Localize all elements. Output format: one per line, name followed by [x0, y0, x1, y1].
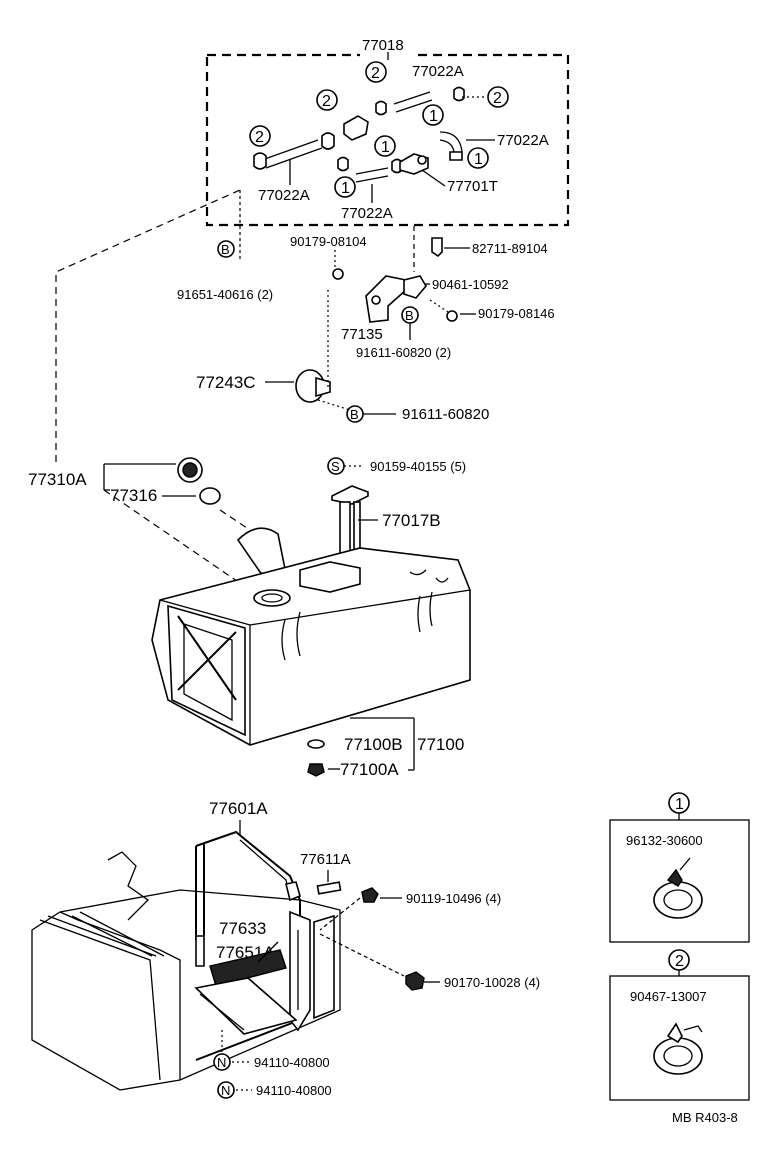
clamp-marker-1: 1: [374, 135, 396, 157]
label-77135: 77135: [341, 326, 383, 343]
svg-text:B: B: [350, 407, 359, 422]
svg-text:2: 2: [493, 90, 502, 107]
label-77018: 77018: [362, 37, 404, 54]
label-77243C: 77243C: [196, 373, 256, 392]
svg-text:2: 2: [675, 953, 684, 970]
nut-90170: 90170-10028 (4): [319, 933, 540, 991]
label-94110-40800: 94110-40800: [256, 1083, 332, 1098]
label-90179-08104: 90179-08104: [290, 234, 367, 249]
bolt-77611A: 77611A: [300, 851, 351, 895]
label-96132-30600: 96132-30600: [626, 833, 703, 848]
label-77701T: 77701T: [447, 178, 498, 195]
clamp-marker-2: 2: [365, 61, 387, 83]
label-77316: 77316: [110, 486, 157, 505]
label-90179-08146: 90179-08146: [478, 306, 555, 321]
label-77100B: 77100B: [344, 735, 403, 754]
strap-side: [289, 910, 335, 1032]
hose-connector: [343, 115, 369, 141]
bolt-91651: B 91651-40616 (2): [177, 190, 273, 302]
svg-text:2: 2: [371, 65, 380, 82]
svg-text:B: B: [221, 242, 230, 257]
clamp-marker-2: 2: [249, 125, 271, 147]
legend-clamp-2: 2 90467-13007: [609, 949, 750, 1101]
check-valve-77701T: [399, 153, 429, 175]
svg-text:1: 1: [429, 108, 438, 125]
label-90461-10592: 90461-10592: [432, 277, 509, 292]
screw-90159: S 90159-40155 (5): [327, 457, 466, 475]
label-77022A: 77022A: [412, 63, 464, 80]
tank-outline-lower: [31, 851, 341, 1091]
nut-90179-08104: [332, 268, 344, 280]
bracket-77135: 77135: [341, 226, 427, 343]
label-77022A: 77022A: [258, 187, 310, 204]
fuel-hose-left: [253, 132, 335, 170]
fuel-hose-top: [375, 86, 465, 116]
gasket-77316: 77316: [110, 486, 221, 505]
svg-text:S: S: [331, 459, 340, 474]
label-91611-60820-2: 91611-60820 (2): [356, 345, 451, 360]
clamp-marker-1: 1: [334, 176, 356, 198]
clamp-marker-1: 1: [467, 147, 489, 169]
label-90119-10496: 90119-10496 (4): [406, 891, 501, 906]
label-77100: 77100: [417, 735, 464, 754]
svg-text:B: B: [405, 308, 414, 323]
fuel-hose-curved: [439, 131, 463, 161]
label-94110-40800: 94110-40800: [254, 1055, 330, 1070]
label-82711-89104: 82711-89104: [472, 241, 548, 256]
label-77601A: 77601A: [209, 799, 268, 818]
hose-assembly-box: 77018 2: [205, 37, 570, 227]
label-77633: 77633: [219, 919, 266, 938]
gauge-77243C: 77243C: [196, 290, 331, 403]
label-77310A: 77310A: [28, 470, 87, 489]
washer-94110-b: N 94110-40800: [217, 1081, 332, 1099]
label-90467-13007: 90467-13007: [630, 989, 707, 1004]
clip-82711: 82711-89104: [431, 237, 548, 258]
svg-text:2: 2: [322, 93, 331, 110]
label-77611A: 77611A: [300, 851, 351, 868]
label-91651-40616: 91651-40616 (2): [177, 287, 273, 302]
clamp-marker-1: 1: [422, 104, 444, 126]
clamp-marker-2: 2: [316, 89, 338, 111]
label-77022A: 77022A: [497, 132, 549, 149]
diagram-code: MB R403-8: [672, 1110, 738, 1125]
nut-90179-08146: [446, 310, 458, 322]
pad-77633: [209, 941, 287, 987]
washer-94110-a: N 94110-40800: [213, 1030, 330, 1071]
label-77100A: 77100A: [340, 760, 399, 779]
legend-clamp-1: 1 96132-30600: [609, 792, 750, 943]
label-90159-40155: 90159-40155 (5): [370, 459, 466, 474]
svg-text:1: 1: [381, 139, 390, 156]
label-77017B: 77017B: [382, 511, 441, 530]
bolt-90119: 90119-10496 (4): [319, 887, 501, 931]
svg-text:1: 1: [341, 180, 350, 197]
label-77022A: 77022A: [341, 205, 393, 222]
pad-77651A: [194, 977, 298, 1035]
strap-77601A: 77601A: [195, 799, 301, 1061]
svg-text:2: 2: [255, 129, 264, 146]
svg-text:1: 1: [675, 796, 684, 813]
clamp-marker-2: 2: [462, 86, 509, 108]
fuel-tank-77100: 77100B 77100 77100A: [151, 527, 471, 779]
label-91611-60820: 91611-60820: [402, 406, 489, 423]
svg-text:1: 1: [474, 151, 483, 168]
label-90170-10028: 90170-10028 (4): [444, 975, 540, 990]
bolt-91611: B 91611-60820: [317, 399, 489, 423]
svg-text:N: N: [217, 1055, 226, 1070]
svg-text:N: N: [221, 1083, 230, 1098]
bolt-91611-2: B 91611-60820 (2): [356, 306, 451, 360]
